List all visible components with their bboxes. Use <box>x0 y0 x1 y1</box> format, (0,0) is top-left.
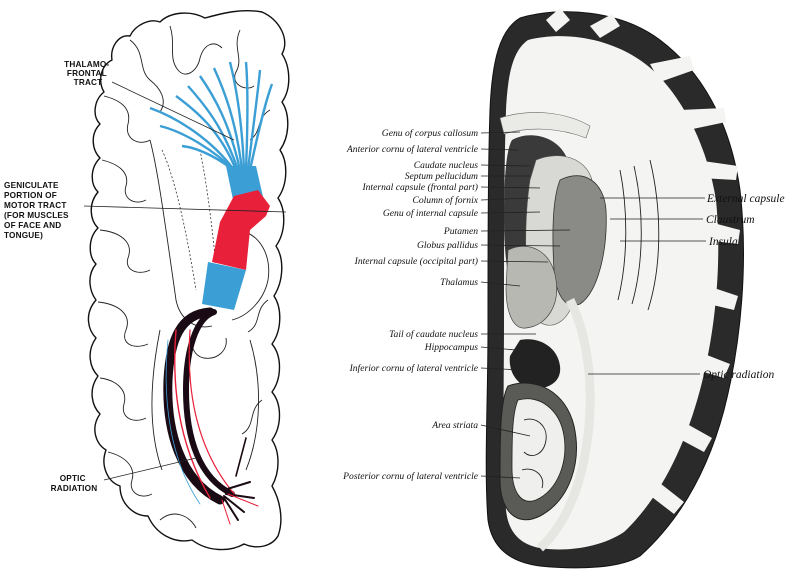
label-putamen: Putamen <box>443 226 478 237</box>
right-hemisphere-section <box>486 8 743 568</box>
label-genu-corpus-callosum: Genu of corpus callosum <box>382 128 478 139</box>
label-external-capsule: External capsule <box>706 193 785 205</box>
label-geniculate-line3: MOTOR TRACT <box>4 201 67 210</box>
label-geniculate-line1: GENICULATE <box>4 181 59 190</box>
label-optic-line2: RADIATION <box>51 484 98 493</box>
label-globus-pallidus: Globus pallidus <box>417 240 478 251</box>
label-tail-caudate: Tail of caudate nucleus <box>389 329 478 340</box>
label-posterior-cornu: Posterior cornu of lateral ventricle <box>342 471 479 482</box>
label-internal-capsule-frontal: Internal capsule (frontal part) <box>361 182 478 193</box>
label-claustrum: Claustrum <box>706 214 755 226</box>
label-inferior-cornu: Inferior cornu of lateral ventricle <box>349 363 479 374</box>
label-column-of-fornix: Column of fornix <box>412 195 478 206</box>
label-geniculate-line5: OF FACE AND <box>4 221 61 230</box>
label-geniculate: GENICULATE PORTION OF MOTOR TRACT (FOR M… <box>4 181 71 240</box>
label-thalamo-frontal-line3: TRACT <box>74 78 103 87</box>
label-geniculate-line4: (FOR MUSCLES <box>4 211 69 220</box>
label-hippocampus: Hippocampus <box>424 342 479 353</box>
label-optic-radiation-left: OPTIC RADIATION <box>51 474 98 493</box>
label-optic-radiation-right: Optic radiation <box>703 369 774 381</box>
label-internal-capsule-occipital: Internal capsule (occipital part) <box>354 256 478 267</box>
label-optic-line1: OPTIC <box>60 474 86 483</box>
label-insula: Insula <box>708 236 738 248</box>
right-labels-left-group: Genu of corpus callosum Anterior cornu o… <box>342 128 479 482</box>
label-thalamo-frontal-line1: THALAMO- <box>64 60 109 69</box>
label-geniculate-line2: PORTION OF <box>4 191 57 200</box>
label-septum-pellucidum: Septum pellucidum <box>405 171 478 182</box>
label-caudate-nucleus: Caudate nucleus <box>414 160 478 171</box>
label-thalamus: Thalamus <box>440 277 478 288</box>
label-thalamo-frontal-line2: FRONTAL <box>67 69 107 78</box>
label-area-striata: Area striata <box>431 420 478 431</box>
label-geniculate-line6: TONGUE) <box>4 231 43 240</box>
label-anterior-cornu: Anterior cornu of lateral ventricle <box>346 144 479 155</box>
label-genu-internal-capsule: Genu of internal capsule <box>383 208 479 219</box>
